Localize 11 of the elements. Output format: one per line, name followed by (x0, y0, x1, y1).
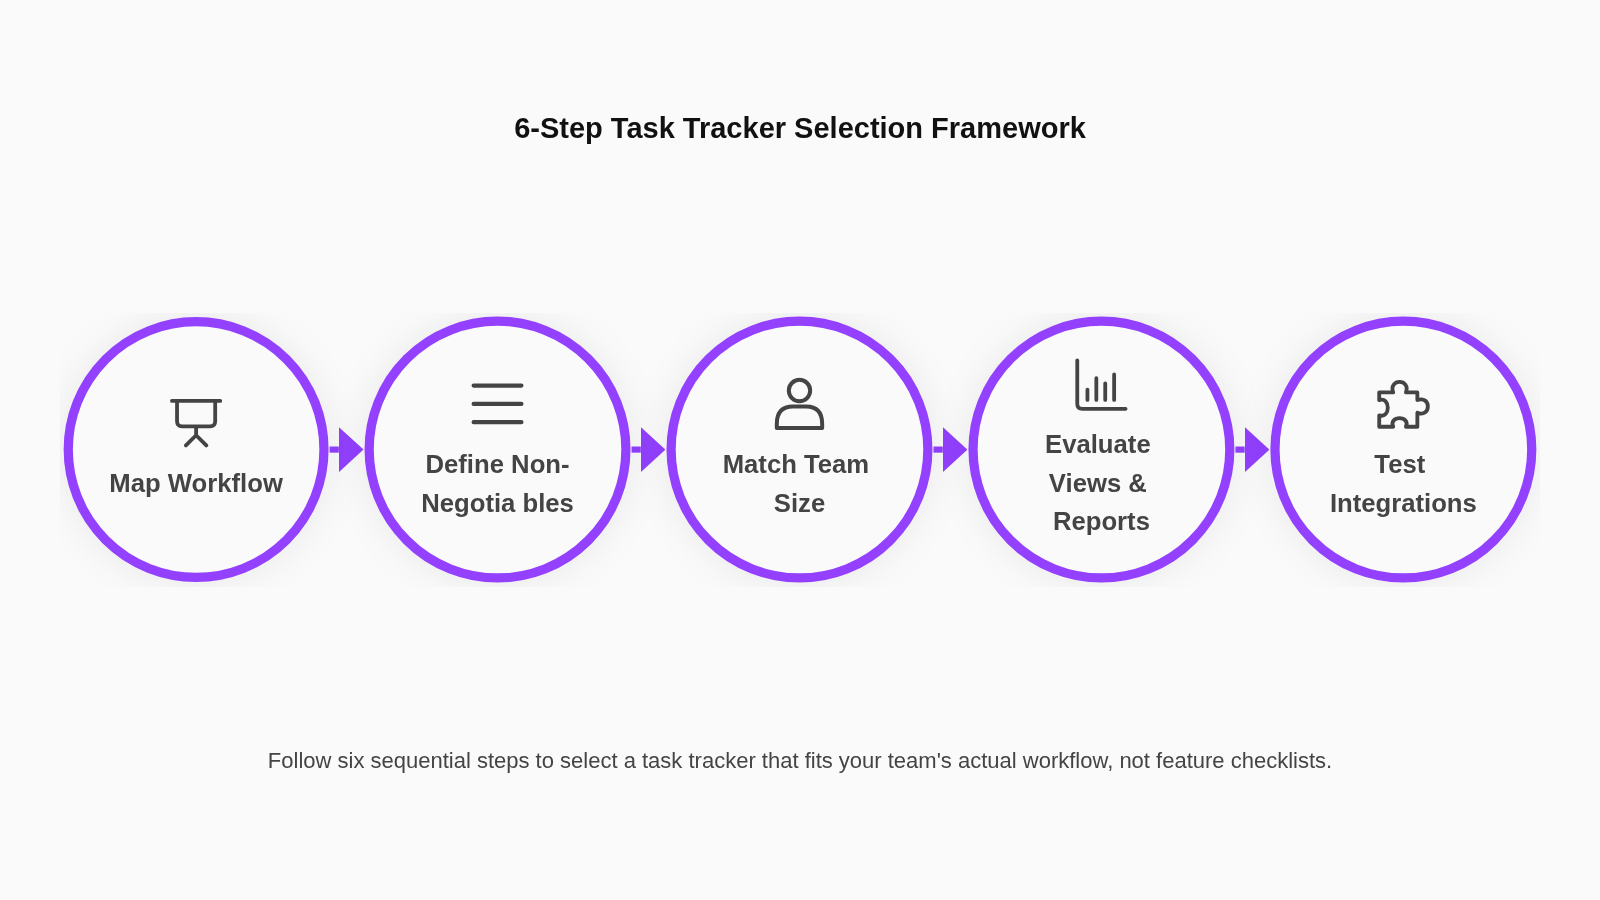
step-label: Match Team Size (722, 449, 870, 517)
arrow (631, 427, 666, 473)
diagram-title: 6-Step Task Tracker Selection Framework (514, 112, 1086, 144)
diagram-caption: Follow six sequential steps to select a task tracker that fits your team's actual workflow, not feature checklists. (267, 748, 1333, 773)
arrow (933, 427, 968, 473)
step-label: Define Non-Negotia bles (421, 449, 574, 517)
step-label: Evaluate Views & Reports (1045, 430, 1151, 536)
step-label: Map Workflow (109, 468, 283, 498)
step-label: Test Integrations (1329, 449, 1477, 517)
arrow (1235, 427, 1270, 473)
arrow (329, 427, 364, 473)
